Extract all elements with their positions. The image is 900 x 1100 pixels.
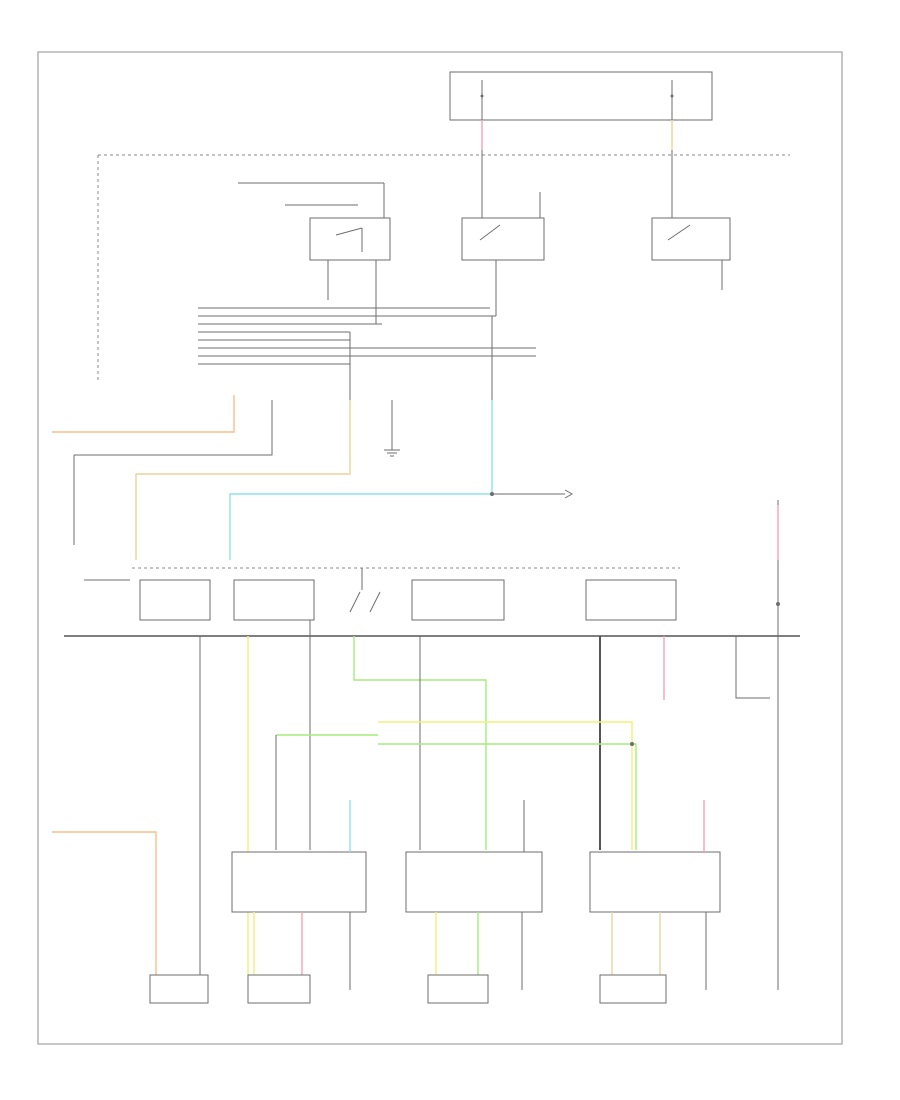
wire-light-blue [229, 400, 493, 560]
relay-1 [238, 182, 391, 261]
fuse-panel [449, 71, 713, 121]
wire-gray-left [73, 400, 273, 545]
switch-row [132, 567, 680, 621]
wire-tan [135, 400, 351, 560]
wire-orange-lower [52, 831, 157, 975]
door-switch-center [405, 851, 543, 913]
diagram-frame [37, 51, 843, 1045]
door-switch-left [231, 851, 367, 913]
relay-2 [461, 192, 545, 261]
wire-yellow-h [378, 721, 633, 850]
ground-symbol [384, 400, 400, 457]
door-switch-right [589, 851, 721, 913]
wire-green-h [276, 734, 637, 850]
wire-orange-left [52, 395, 235, 433]
module-harness [198, 260, 536, 400]
module-boundary [97, 154, 790, 380]
motor-symbol [149, 974, 667, 1004]
relay-3 [651, 217, 731, 290]
